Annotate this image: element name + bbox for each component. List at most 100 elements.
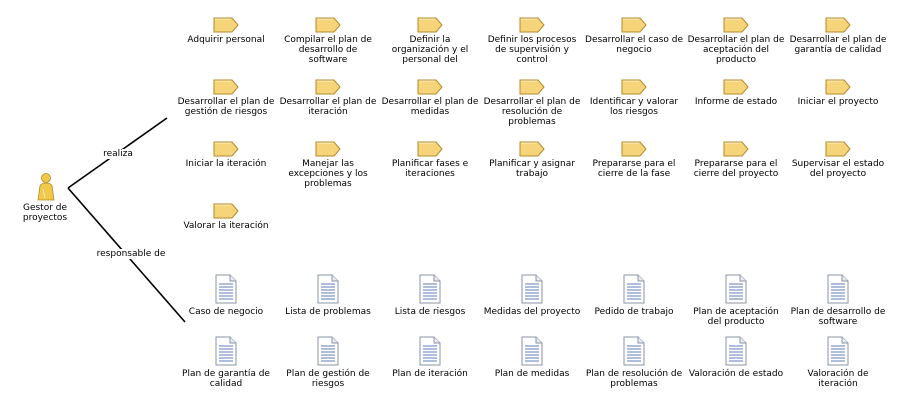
artifact-label: Valoración de estado xyxy=(688,369,784,379)
artifact-label: Plan de medidas xyxy=(494,369,570,379)
artifact-node-lista-de-riesgos[interactable]: Lista de riesgos xyxy=(381,274,479,317)
task-node-iniciar-la-iteracion[interactable]: Iniciar la iteración xyxy=(177,141,275,169)
artifact-node-plan-de-desarrollo-de-software[interactable]: Plan de desarrollo de software xyxy=(789,274,887,327)
task-arrow-icon xyxy=(621,79,647,95)
task-node-desarrollar-el-plan-de-iteracion[interactable]: Desarrollar el plan de iteración xyxy=(279,79,377,117)
artifact-label: Valoración de iteración xyxy=(807,369,869,389)
task-arrow-icon xyxy=(723,79,749,95)
task-arrow-icon xyxy=(723,17,749,33)
task-label: Prepararse para el cierre del proyecto xyxy=(693,159,779,179)
task-arrow-icon xyxy=(519,79,545,95)
task-arrow-icon xyxy=(519,17,545,33)
task-arrow-icon xyxy=(417,17,443,33)
task-label: Desarrollar el plan de iteración xyxy=(279,97,377,117)
task-arrow-icon xyxy=(519,141,545,157)
artifact-document-icon xyxy=(623,274,645,304)
task-label: Identificar y valorar los riesgos xyxy=(589,97,679,117)
task-node-planificar-y-asignar-trabajo[interactable]: Planificar y asignar trabajo xyxy=(483,141,581,179)
artifact-label: Plan de iteración xyxy=(392,369,468,379)
task-node-adquirir-personal[interactable]: Adquirir personal xyxy=(177,17,275,45)
artifact-node-plan-de-aceptacion-del-producto[interactable]: Plan de aceptación del producto xyxy=(687,274,785,327)
task-label: Adquirir personal xyxy=(187,35,265,45)
artifact-document-icon xyxy=(317,336,339,366)
artifact-node-pedido-de-trabajo[interactable]: Pedido de trabajo xyxy=(585,274,683,317)
artifact-node-plan-de-gestion-de-riesgos[interactable]: Plan de gestión de riesgos xyxy=(279,336,377,389)
artifact-document-icon xyxy=(215,336,237,366)
artifact-label: Plan de resolución de problemas xyxy=(585,369,683,389)
artifact-document-icon xyxy=(725,274,747,304)
artifact-node-medidas-del-proyecto[interactable]: Medidas del proyecto xyxy=(483,274,581,317)
task-node-prepararse-para-el-cierre-de-la-fase[interactable]: Prepararse para el cierre de la fase xyxy=(585,141,683,179)
task-arrow-icon xyxy=(213,141,239,157)
task-node-informe-de-estado[interactable]: Informe de estado xyxy=(687,79,785,107)
task-label: Definir los procesos de supervisión y co… xyxy=(487,35,577,65)
artifact-document-icon xyxy=(827,336,849,366)
artifact-node-plan-de-iteracion[interactable]: Plan de iteración xyxy=(381,336,479,379)
task-node-iniciar-el-proyecto[interactable]: Iniciar el proyecto xyxy=(789,79,887,107)
task-label: Desarrollar el caso de negocio xyxy=(585,35,683,55)
role-node-gestor[interactable]: Gestor de proyectos xyxy=(12,172,78,223)
artifact-node-valoracion-de-estado[interactable]: Valoración de estado xyxy=(687,336,785,379)
role-label: Gestor de proyectos xyxy=(22,203,68,223)
task-node-desarrollar-el-caso-de-negocio[interactable]: Desarrollar el caso de negocio xyxy=(585,17,683,55)
task-node-compilar-el-plan-de-desarrollo-de-software[interactable]: Compilar el plan de desarrollo de softwa… xyxy=(279,17,377,65)
artifact-label: Plan de gestión de riesgos xyxy=(286,369,370,389)
task-node-desarrollar-el-plan-de-medidas[interactable]: Desarrollar el plan de medidas xyxy=(381,79,479,117)
task-label: Desarrollar el plan de aceptación del pr… xyxy=(687,35,785,65)
task-arrow-icon xyxy=(213,79,239,95)
task-label: Desarrollar el plan de resolución de pro… xyxy=(483,97,581,127)
task-label: Valorar la iteración xyxy=(183,221,269,231)
task-label: Iniciar el proyecto xyxy=(797,97,879,107)
task-arrow-icon xyxy=(825,17,851,33)
artifact-node-plan-de-resolucion-de-problemas[interactable]: Plan de resolución de problemas xyxy=(585,336,683,389)
task-arrow-icon xyxy=(621,17,647,33)
artifact-document-icon xyxy=(725,336,747,366)
task-node-identificar-y-valorar-los-riesgos[interactable]: Identificar y valorar los riesgos xyxy=(585,79,683,117)
task-node-desarrollar-el-plan-de-aceptacion-del-producto[interactable]: Desarrollar el plan de aceptación del pr… xyxy=(687,17,785,65)
artifact-node-plan-de-medidas[interactable]: Plan de medidas xyxy=(483,336,581,379)
artifact-node-lista-de-problemas[interactable]: Lista de problemas xyxy=(279,274,377,317)
artifact-document-icon xyxy=(623,336,645,366)
task-arrow-icon xyxy=(825,79,851,95)
artifact-label: Lista de riesgos xyxy=(394,307,466,317)
artifact-document-icon xyxy=(419,274,441,304)
task-node-definir-los-procesos-de-supervision-y-control[interactable]: Definir los procesos de supervisión y co… xyxy=(483,17,581,65)
task-node-planificar-fases-e-iteraciones[interactable]: Planificar fases e iteraciones xyxy=(381,141,479,179)
task-arrow-icon xyxy=(621,141,647,157)
task-node-manejar-las-excepciones-y-los-problemas[interactable]: Manejar las excepciones y los problemas xyxy=(279,141,377,189)
relation-label-responsable: responsable de xyxy=(96,249,166,259)
task-label: Supervisar el estado del proyecto xyxy=(791,159,885,179)
task-arrow-icon xyxy=(417,79,443,95)
artifact-node-plan-de-garantia-de-calidad[interactable]: Plan de garantía de calidad xyxy=(177,336,275,389)
task-arrow-icon xyxy=(213,203,239,219)
artifact-node-valoracion-de-iteracion[interactable]: Valoración de iteración xyxy=(789,336,887,389)
artifact-node-caso-de-negocio[interactable]: Caso de negocio xyxy=(177,274,275,317)
artifact-label: Plan de garantía de calidad xyxy=(182,369,270,389)
task-label: Planificar y asignar trabajo xyxy=(489,159,575,179)
task-label: Iniciar la iteración xyxy=(185,159,267,169)
task-node-supervisar-el-estado-del-proyecto[interactable]: Supervisar el estado del proyecto xyxy=(789,141,887,179)
artifact-document-icon xyxy=(521,274,543,304)
task-arrow-icon xyxy=(825,141,851,157)
task-label: Planificar fases e iteraciones xyxy=(391,159,469,179)
relation-label-realiza: realiza xyxy=(98,149,138,159)
task-node-desarrollar-el-plan-de-resolucion-de-problemas[interactable]: Desarrollar el plan de resolución de pro… xyxy=(483,79,581,127)
artifact-document-icon xyxy=(521,336,543,366)
task-node-definir-la-organizacion-y-el-personal-del[interactable]: Definir la organización y el personal de… xyxy=(381,17,479,65)
task-arrow-icon xyxy=(213,17,239,33)
artifact-label: Lista de problemas xyxy=(285,307,371,317)
task-label: Desarrollar el plan de medidas xyxy=(381,97,479,117)
task-label: Prepararse para el cierre de la fase xyxy=(592,159,676,179)
artifact-label: Plan de desarrollo de software xyxy=(790,307,886,327)
task-arrow-icon xyxy=(315,17,341,33)
task-arrow-icon xyxy=(315,141,341,157)
task-node-desarrollar-el-plan-de-gestion-de-riesgos[interactable]: Desarrollar el plan de gestión de riesgo… xyxy=(177,79,275,117)
task-label: Manejar las excepciones y los problemas xyxy=(288,159,368,189)
task-node-desarrollar-el-plan-de-garantia-de-calidad[interactable]: Desarrollar el plan de garantía de calid… xyxy=(789,17,887,55)
task-node-valorar-la-iteracion[interactable]: Valorar la iteración xyxy=(177,203,275,231)
task-node-prepararse-para-el-cierre-del-proyecto[interactable]: Prepararse para el cierre del proyecto xyxy=(687,141,785,179)
artifact-document-icon xyxy=(215,274,237,304)
artifact-document-icon xyxy=(317,274,339,304)
artifact-document-icon xyxy=(827,274,849,304)
artifact-label: Plan de aceptación del producto xyxy=(693,307,779,327)
